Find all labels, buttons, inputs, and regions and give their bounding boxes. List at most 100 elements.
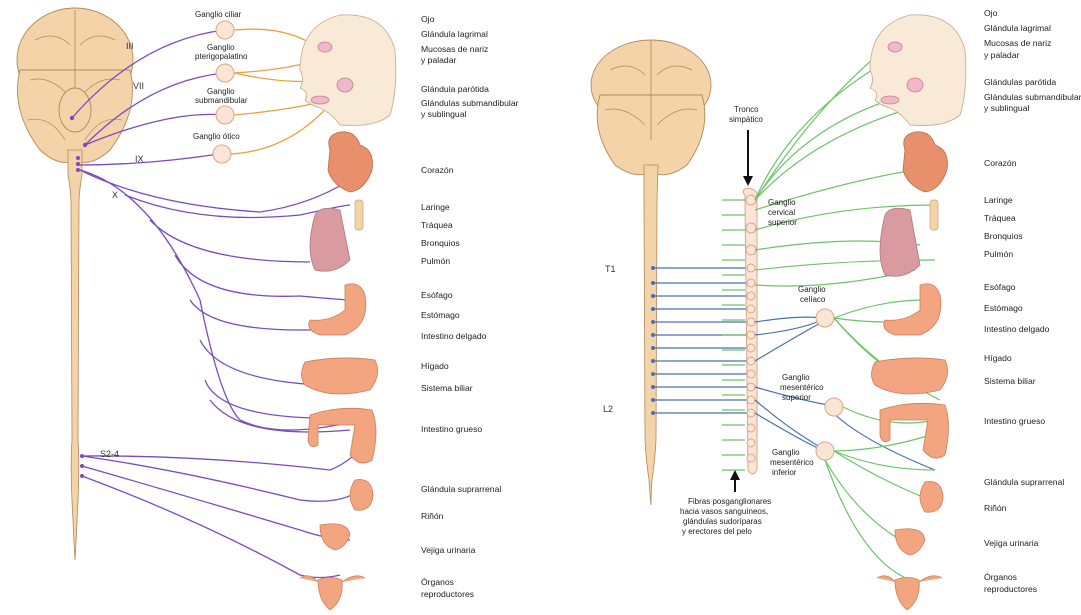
head-right	[870, 15, 966, 126]
label-ganglion-otic: Ganglio ótico	[193, 132, 240, 141]
heart-right	[903, 132, 948, 192]
label-ganglion-submand-2: submandibular	[195, 96, 248, 105]
label-larynx-left: Laringe	[421, 202, 450, 212]
bladder-left	[320, 524, 350, 550]
level-T1-label: T1	[605, 264, 616, 274]
ganglion-superior-mesenteric	[825, 398, 843, 416]
label-liver-left: Hígado	[421, 361, 449, 371]
label-fibers-4: y erectores del pelo	[682, 527, 752, 536]
label-fibers-2: hacia vasos sanguíneos,	[680, 507, 768, 516]
label-bronchi-right: Bronquios	[984, 231, 1023, 241]
label-mucosa-2-left: y paladar	[421, 55, 456, 65]
liver-right	[872, 358, 948, 394]
label-large-intestine-right: Intestino grueso	[984, 416, 1045, 426]
ganglion-pterygopalatine	[216, 64, 234, 82]
label-stomach-left: Estómago	[421, 310, 460, 320]
label-mucosa-1-left: Mucosas de nariz	[421, 44, 488, 54]
nerve-X-label: X	[112, 190, 118, 200]
ganglion-ciliary	[216, 21, 234, 39]
label-trachea-right: Tráquea	[984, 213, 1016, 223]
sympathetic-panel: T1 L2	[591, 8, 1081, 610]
ganglion-submandibular	[216, 106, 234, 124]
bladder-right	[895, 529, 925, 555]
nerve-S2-4-label: S2-4	[100, 449, 119, 459]
postganglionic-stubs	[722, 200, 745, 470]
stomach-left	[309, 284, 366, 335]
nerve-III-label: III	[126, 41, 134, 51]
heart-left	[328, 132, 373, 192]
label-sympathetic-trunk-1: Tronco	[734, 105, 759, 114]
label-cervical-3: superior	[768, 218, 797, 227]
label-cervical-2: cervical	[768, 208, 795, 217]
label-mes-inf-2: mesentérico	[770, 458, 814, 467]
label-mes-sup-1: Ganglio	[782, 373, 810, 382]
label-liver-right: Hígado	[984, 353, 1012, 363]
label-kidney-right: Riñón	[984, 503, 1007, 513]
label-eye-right: Ojo	[984, 8, 998, 18]
label-fibers-1: Fibras posganglionares	[688, 497, 771, 506]
label-lacrimal-right: Glándula lagrimal	[984, 23, 1051, 33]
label-biliary-right: Sistema biliar	[984, 376, 1036, 386]
label-large-intestine-left: Intestino grueso	[421, 424, 482, 434]
label-heart-left: Corazón	[421, 165, 454, 175]
label-fibers-3: glándulas sudoríparas	[683, 517, 762, 526]
label-larynx-right: Laringe	[984, 195, 1013, 205]
label-reproductive-2-left: reproductores	[421, 589, 474, 599]
label-submand-1-right: Glándulas submandibular	[984, 92, 1081, 102]
head-left	[300, 15, 396, 126]
ganglion-otic	[213, 145, 231, 163]
label-biliary-left: Sistema biliar	[421, 383, 473, 393]
label-small-intestine-left: Intestino delgado	[421, 331, 487, 341]
lungs-right	[880, 200, 938, 276]
label-ganglion-submand-1: Ganglio	[207, 87, 235, 96]
arrow-fibers-head	[730, 470, 740, 480]
label-celiac-2: celíaco	[800, 295, 826, 304]
label-mucosa-1-right: Mucosas de nariz	[984, 38, 1051, 48]
label-bladder-right: Vejiga urinaria	[984, 538, 1039, 548]
label-mes-inf-1: Ganglio	[772, 448, 800, 457]
label-reproductive-2-right: reproductores	[984, 584, 1037, 594]
sympathetic-preganglionic-lines	[651, 266, 755, 415]
brain-right	[591, 40, 711, 175]
label-lacrimal-left: Glándula lagrimal	[421, 29, 488, 39]
liver-left	[302, 358, 378, 394]
nerve-VII-label: VII	[133, 81, 144, 91]
label-submand-2-left: y sublingual	[421, 109, 466, 119]
label-mes-sup-2: mesentérico	[780, 383, 824, 392]
label-ganglion-ciliary: Ganglio ciliar	[195, 10, 242, 19]
ganglion-inferior-mesenteric	[816, 442, 834, 460]
label-ganglion-pterygo-1: Ganglio	[207, 43, 235, 52]
label-celiac-1: Ganglio	[798, 285, 826, 294]
label-adrenal-left: Glándula suprarrenal	[421, 484, 501, 494]
label-mucosa-2-right: y paladar	[984, 50, 1019, 60]
label-heart-right: Corazón	[984, 158, 1017, 168]
nerve-IX-label: IX	[135, 154, 144, 164]
label-parotid-right: Glándulas parótida	[984, 77, 1056, 87]
label-cervical-1: Ganglio	[768, 198, 796, 207]
label-bladder-left: Vejiga urinaria	[421, 545, 476, 555]
parasympathetic-panel: III VII IX X S2-4 Ganglio ciliar Ganglio…	[17, 8, 519, 610]
spinal-cord-left	[68, 150, 82, 560]
large-intestine-left	[308, 408, 376, 463]
label-bronchi-left: Bronquios	[421, 238, 460, 248]
label-submand-1-left: Glándulas submandibular	[421, 98, 519, 108]
stomach-right	[884, 284, 941, 335]
label-ganglion-pterygo-2: pterigopalatino	[195, 52, 248, 61]
label-reproductive-1-right: Órganos	[984, 572, 1017, 582]
brain-left	[17, 8, 133, 162]
label-parotid-left: Glándula parótida	[421, 84, 489, 94]
label-adrenal-right: Glándula suprarrenal	[984, 477, 1064, 487]
ganglion-celiac	[816, 309, 834, 327]
label-sympathetic-trunk-2: simpático	[729, 115, 763, 124]
kidney-right	[920, 482, 943, 513]
label-trachea-left: Tráquea	[421, 220, 453, 230]
label-lung-right: Pulmón	[984, 249, 1013, 259]
arrow-trunk-head	[743, 176, 753, 186]
label-mes-sup-3: superior	[782, 393, 811, 402]
reproductive-right	[877, 576, 942, 610]
label-mes-inf-3: inferior	[772, 468, 797, 477]
reproductive-left	[300, 576, 365, 610]
label-small-intestine-right: Intestino delgado	[984, 324, 1050, 334]
label-reproductive-1-left: Órganos	[421, 577, 454, 587]
